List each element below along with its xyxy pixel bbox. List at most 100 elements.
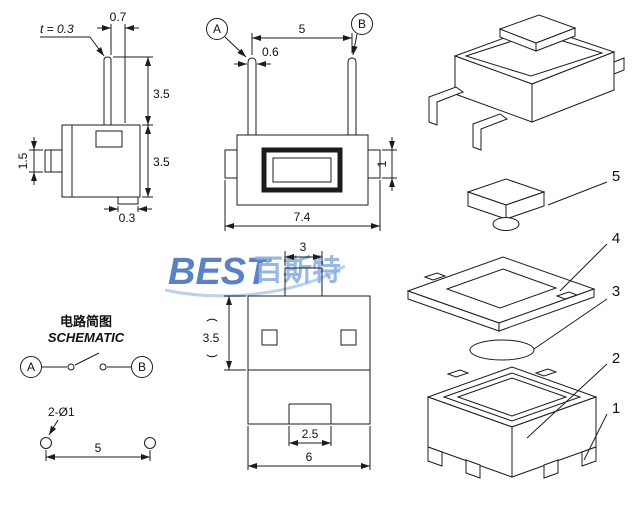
part-base-cavity xyxy=(442,372,582,422)
dim-lead-thickness: t = 0.3 xyxy=(40,22,105,57)
part-cap xyxy=(466,178,546,231)
dim-button-height: 1.5 xyxy=(16,137,43,185)
dim-tab-height: 1 xyxy=(375,137,397,191)
svg-text:5: 5 xyxy=(299,22,306,36)
front-view-left-pin xyxy=(247,57,257,136)
schematic-terminal-a: A xyxy=(20,356,42,378)
terminal-b-leader xyxy=(351,33,358,56)
part-cover-hole xyxy=(445,268,558,309)
side-view: t = 0.3 0.7 3.5 3.5 1.5 xyxy=(16,10,170,225)
side-view-pin xyxy=(103,56,112,126)
iso-view xyxy=(428,14,625,151)
leader-part-5 xyxy=(547,181,608,206)
dim-foot-height: 0.3 xyxy=(104,206,152,225)
part-base-foot-right xyxy=(581,446,597,467)
part-number-1: 1 xyxy=(612,400,620,417)
iso-lead-2 xyxy=(472,113,509,151)
part-base-tab-left xyxy=(446,369,470,378)
side-view-button xyxy=(44,149,63,173)
watermark-brand-cn: 百斯特 xyxy=(254,254,341,287)
schematic-contact-left xyxy=(67,363,75,371)
schematic-contact-right xyxy=(99,363,107,371)
side-view-detail xyxy=(95,130,123,148)
front-view-left-tab xyxy=(224,149,238,179)
leader-part-4 xyxy=(559,243,608,292)
front-view-window-inner xyxy=(272,157,332,183)
part-cover-tab-left xyxy=(423,272,447,281)
part-base-foot-left xyxy=(427,446,443,467)
part-number-5: 5 xyxy=(612,168,620,185)
iso-right-tab xyxy=(613,57,625,75)
dim-pin-width: 0.6 xyxy=(234,45,279,67)
schematic-title-cn: 电路简图 xyxy=(60,314,112,329)
schematic-title-en: SCHEMATIC xyxy=(48,330,125,345)
part-dome xyxy=(469,339,535,361)
dim-slot-width: 2.5 xyxy=(288,426,332,446)
part-base-terminal-right xyxy=(543,459,559,479)
svg-text:0.7: 0.7 xyxy=(110,10,127,24)
dim-body-height: 3.5 xyxy=(142,125,170,198)
svg-text:A: A xyxy=(213,22,221,36)
schematic: 电路简图 SCHEMATIC A B xyxy=(20,314,153,378)
svg-text:3.5: 3.5 xyxy=(153,155,170,169)
svg-text:0.6: 0.6 xyxy=(262,45,279,59)
schematic-blade xyxy=(74,352,100,366)
front-view-body xyxy=(236,134,369,206)
front-view-right-tab xyxy=(367,149,381,179)
dim-upper-height: 3.5 xyxy=(113,56,170,126)
part-base-terminal-left xyxy=(465,459,481,479)
iso-button-top xyxy=(498,14,577,44)
svg-text:t = 0.3: t = 0.3 xyxy=(40,22,74,36)
front-view: A B 5 0.6 1 xyxy=(206,13,397,231)
watermark-swoosh xyxy=(164,264,346,298)
schematic-switch xyxy=(42,352,131,371)
terminal-b-balloon: B xyxy=(351,13,373,56)
leader-part-1 xyxy=(583,413,608,461)
dim-stem-width: 3 xyxy=(284,240,323,266)
dim-pin-spacing: 5 xyxy=(251,22,353,55)
svg-text:B: B xyxy=(138,360,146,374)
leader-part-3 xyxy=(533,298,608,350)
top-view-hole-left xyxy=(261,329,278,346)
pin-hole-label: 2-Ø1 xyxy=(48,405,75,419)
watermark: BEST 百斯特 xyxy=(164,251,346,298)
pin-hole-layout: 2-Ø1 5 xyxy=(40,405,156,461)
svg-text:1: 1 xyxy=(375,160,389,167)
dim-height-paren-close: ) xyxy=(206,354,220,358)
front-view-right-pin xyxy=(347,57,357,136)
top-view: 3 ( 3.5 ) 2.5 6 xyxy=(203,240,371,470)
dim-height: ( 3.5 ) xyxy=(203,295,246,371)
top-view-hole-right xyxy=(340,329,357,346)
pin-hole-right xyxy=(144,437,156,449)
iso-body-right xyxy=(531,51,615,123)
svg-text:3: 3 xyxy=(300,240,307,254)
svg-text:1.5: 1.5 xyxy=(16,152,30,169)
dim-width: 6 xyxy=(247,426,371,470)
schematic-terminal-b: B xyxy=(131,356,153,378)
svg-text:7.4: 7.4 xyxy=(294,210,311,224)
iso-lead-1 xyxy=(428,86,465,126)
part-cap-stem xyxy=(492,217,520,231)
leader-part-2 xyxy=(526,363,608,439)
dim-hole-spacing: 5 xyxy=(45,441,151,461)
svg-text:6: 6 xyxy=(306,450,313,464)
svg-text:5: 5 xyxy=(95,441,102,455)
part-base xyxy=(426,366,598,479)
front-view-window xyxy=(261,147,343,193)
part-cover xyxy=(406,256,596,332)
svg-text:2.5: 2.5 xyxy=(302,427,319,441)
part-cover-tab-right xyxy=(555,291,579,300)
part-number-3: 3 xyxy=(612,283,620,300)
dim-height-value: 3.5 xyxy=(203,331,220,345)
svg-text:0.3: 0.3 xyxy=(119,211,136,225)
part-number-4: 4 xyxy=(612,230,620,247)
part-base-floor xyxy=(456,377,568,417)
dim-pin-offset: 0.7 xyxy=(97,10,139,123)
dim-height-paren-open: ( xyxy=(206,318,220,322)
pin-hole-left xyxy=(40,437,52,449)
terminal-a-leader xyxy=(224,36,247,58)
pin-hole-leader xyxy=(48,419,59,436)
part-base-tab-right xyxy=(534,368,558,377)
